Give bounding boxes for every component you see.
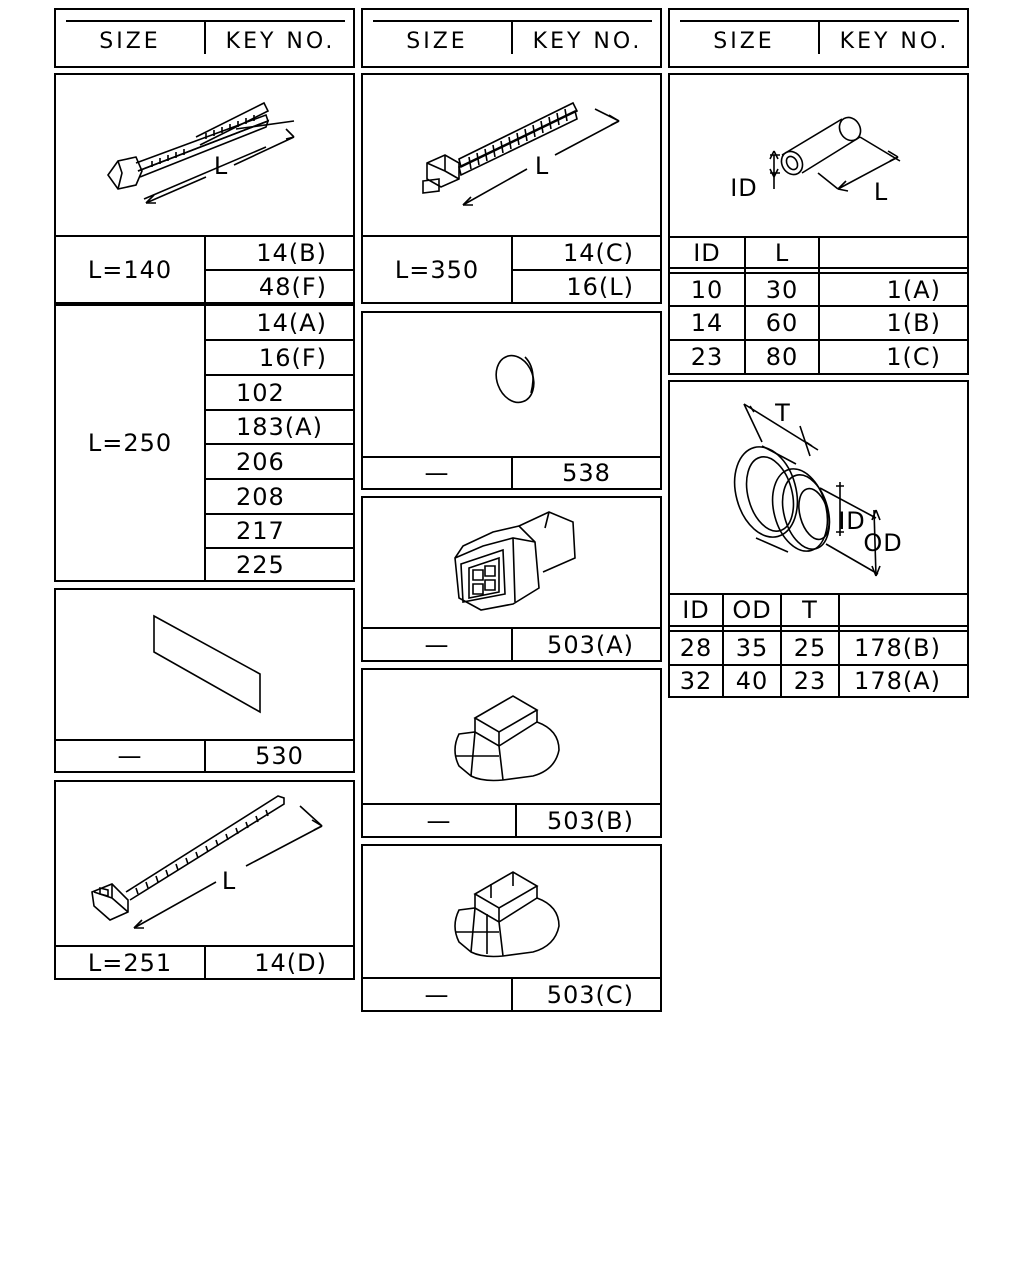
key-no-header: KEY NO. bbox=[839, 28, 950, 54]
connector-503b-drawing bbox=[363, 670, 660, 806]
id-cell: 32 bbox=[679, 667, 713, 695]
id-column-header: ID bbox=[693, 238, 721, 267]
l-cell: 60 bbox=[765, 309, 799, 337]
size-cell: L=250 bbox=[87, 429, 173, 457]
connector-503a-panel: — 503(A) bbox=[361, 496, 662, 662]
key-column-header bbox=[840, 595, 967, 625]
size-cell: L=140 bbox=[87, 256, 173, 284]
od-cell: 35 bbox=[735, 634, 769, 662]
key-cell: 217 bbox=[236, 517, 285, 545]
key-cell: 48(F) bbox=[258, 272, 327, 301]
key-cell: 530 bbox=[255, 742, 304, 770]
dimension-od-label: OD bbox=[863, 529, 903, 557]
id-cell: 28 bbox=[679, 634, 713, 662]
size-cell: — bbox=[424, 980, 450, 1009]
l-cell: 30 bbox=[765, 275, 799, 304]
cable-tie-251-panel: L L=251 14(D) bbox=[54, 780, 355, 980]
tape-drawing bbox=[56, 590, 353, 740]
key-cell: 14(D) bbox=[254, 948, 327, 977]
key-cell: 1(B) bbox=[886, 309, 941, 337]
plug-drawing bbox=[363, 313, 660, 458]
size-header: SIZE bbox=[99, 28, 161, 54]
plug-panel: — 538 bbox=[361, 311, 662, 490]
t-column-header: T bbox=[802, 596, 818, 624]
key-no-header: KEY NO. bbox=[225, 28, 336, 54]
l-cell: 80 bbox=[765, 343, 799, 371]
size-cell: — bbox=[426, 806, 452, 835]
header-col1: SIZE KEY NO. bbox=[54, 8, 355, 68]
key-cell: 538 bbox=[562, 459, 611, 487]
key-cell: 14(C) bbox=[562, 239, 634, 267]
grommet-drawing bbox=[670, 382, 967, 596]
key-cell: 178(B) bbox=[854, 634, 941, 662]
dimension-l-label: L bbox=[534, 152, 550, 180]
header-col2: SIZE KEY NO. bbox=[361, 8, 662, 68]
dimension-id-label: ID bbox=[730, 174, 758, 202]
cable-tie-140-panel: L L=140 14(B) 48(F) bbox=[54, 73, 355, 304]
id-cell: 14 bbox=[690, 309, 724, 337]
tube-panel: ID L ID L 10 30 1(A) 14 60 1(B) 23 80 1(… bbox=[668, 73, 969, 375]
key-no-header: KEY NO. bbox=[532, 28, 643, 54]
id-column-header: ID bbox=[682, 596, 710, 624]
size-cell: — bbox=[424, 459, 450, 487]
key-cell: 225 bbox=[236, 550, 285, 579]
key-cell: 1(A) bbox=[886, 275, 941, 304]
key-cell: 14(B) bbox=[256, 239, 327, 267]
tube-drawing bbox=[670, 75, 967, 237]
cable-tie-350-drawing bbox=[363, 75, 660, 235]
key-cell: 208 bbox=[236, 482, 285, 511]
size-cell: L=251 bbox=[87, 948, 173, 977]
key-column-header bbox=[820, 238, 967, 267]
key-cell: 178(A) bbox=[854, 667, 941, 695]
size-header: SIZE bbox=[713, 28, 775, 54]
key-cell: 102 bbox=[236, 378, 285, 407]
key-cell: 14(A) bbox=[256, 308, 327, 337]
size-cell: — bbox=[117, 742, 143, 770]
connector-503b-panel: — 503(B) bbox=[361, 668, 662, 838]
cable-tie-251-drawing bbox=[56, 782, 353, 947]
l-column-header: L bbox=[774, 238, 790, 267]
cable-tie-250-panel: L=250 14(A) 16(F) 102 183(A) 206 208 217… bbox=[54, 304, 355, 582]
connector-503a-drawing bbox=[363, 498, 660, 630]
dimension-l-label: L bbox=[213, 152, 229, 180]
dimension-id-label: ID bbox=[838, 507, 866, 535]
tape-panel: — 530 bbox=[54, 588, 355, 773]
od-cell: 40 bbox=[735, 667, 769, 695]
cable-tie-140-drawing bbox=[56, 75, 353, 235]
id-cell: 23 bbox=[690, 343, 724, 371]
t-cell: 25 bbox=[793, 634, 827, 662]
t-cell: 23 bbox=[793, 667, 827, 695]
od-column-header: OD bbox=[732, 596, 772, 624]
key-cell: 503(C) bbox=[546, 980, 634, 1009]
key-cell: 206 bbox=[236, 447, 285, 476]
key-cell: 503(B) bbox=[547, 806, 634, 835]
connector-503c-panel: — 503(C) bbox=[361, 844, 662, 1012]
grommet-panel: T ID OD ID OD T 28 35 25 178(B) 32 40 23… bbox=[668, 380, 969, 698]
dimension-l-label: L bbox=[873, 178, 889, 206]
key-cell: 16(F) bbox=[258, 343, 327, 372]
key-cell: 183(A) bbox=[236, 413, 323, 441]
connector-503c-drawing bbox=[363, 846, 660, 980]
key-cell: 1(C) bbox=[886, 343, 941, 371]
cable-tie-350-panel: L L=350 14(C) 16(L) bbox=[361, 73, 662, 304]
size-header: SIZE bbox=[406, 28, 468, 54]
dimension-t-label: T bbox=[775, 399, 791, 427]
key-cell: 16(L) bbox=[566, 272, 634, 301]
key-cell: 503(A) bbox=[547, 630, 634, 659]
size-cell: — bbox=[424, 630, 450, 659]
size-cell: L=350 bbox=[394, 256, 480, 284]
header-col3: SIZE KEY NO. bbox=[668, 8, 969, 68]
id-cell: 10 bbox=[690, 275, 724, 304]
dimension-l-label: L bbox=[221, 867, 237, 895]
